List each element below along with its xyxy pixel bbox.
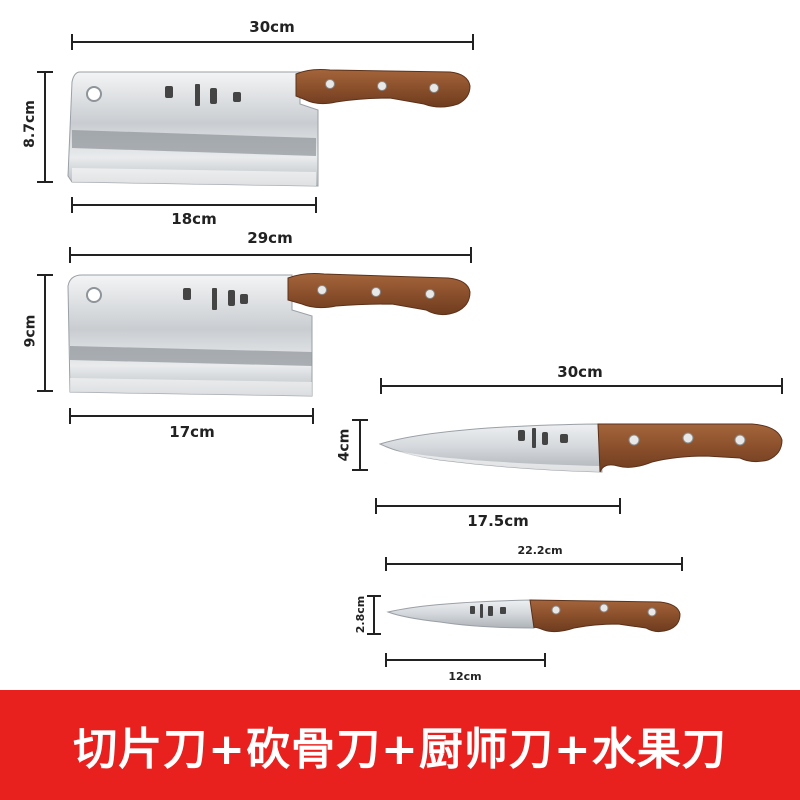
knife-1-length-label: 30cm bbox=[249, 18, 295, 36]
bone-chopper bbox=[37, 247, 472, 424]
slicing-cleaver bbox=[37, 34, 474, 213]
hang-hole bbox=[86, 86, 102, 102]
blade bbox=[67, 274, 313, 397]
brand-mark bbox=[165, 84, 241, 106]
knife-3-blade-length-label: 17.5cm bbox=[467, 512, 529, 530]
banner-title: 切片刀+砍骨刀+厨师刀+水果刀 bbox=[73, 724, 727, 775]
knife-4-height-label: 2.8cm bbox=[354, 595, 368, 634]
knife-1-height-label: 8.7cm bbox=[21, 100, 38, 148]
knife-set-illustration bbox=[37, 34, 783, 667]
knife-1-blade-length-label: 18cm bbox=[171, 210, 217, 228]
knife-3-length-label: 30cm bbox=[557, 363, 603, 381]
handle bbox=[529, 599, 681, 633]
chef-knife bbox=[352, 378, 783, 514]
handle bbox=[597, 423, 783, 473]
knife-2-blade-length-label: 17cm bbox=[169, 423, 215, 441]
knife-3-height-label: 4cm bbox=[336, 428, 353, 462]
fruit-knife bbox=[367, 557, 683, 667]
product-image: 30cm 8.7cm 18cm 29cm 9cm 17cm 30cm 4cm 1… bbox=[21, 18, 783, 683]
knife-2-length-label: 29cm bbox=[247, 229, 293, 247]
blade bbox=[386, 599, 535, 629]
product-banner: 切片刀+砍骨刀+厨师刀+水果刀 bbox=[0, 690, 800, 800]
knife-2-height-label: 9cm bbox=[22, 314, 39, 348]
brand-mark bbox=[183, 288, 248, 310]
brand-mark bbox=[470, 604, 506, 618]
hang-hole bbox=[86, 287, 102, 303]
knife-4-blade-length-label: 12cm bbox=[448, 670, 482, 683]
knife-4-length-label: 22.2cm bbox=[517, 544, 563, 557]
blade bbox=[67, 71, 319, 187]
brand-mark bbox=[518, 428, 568, 448]
